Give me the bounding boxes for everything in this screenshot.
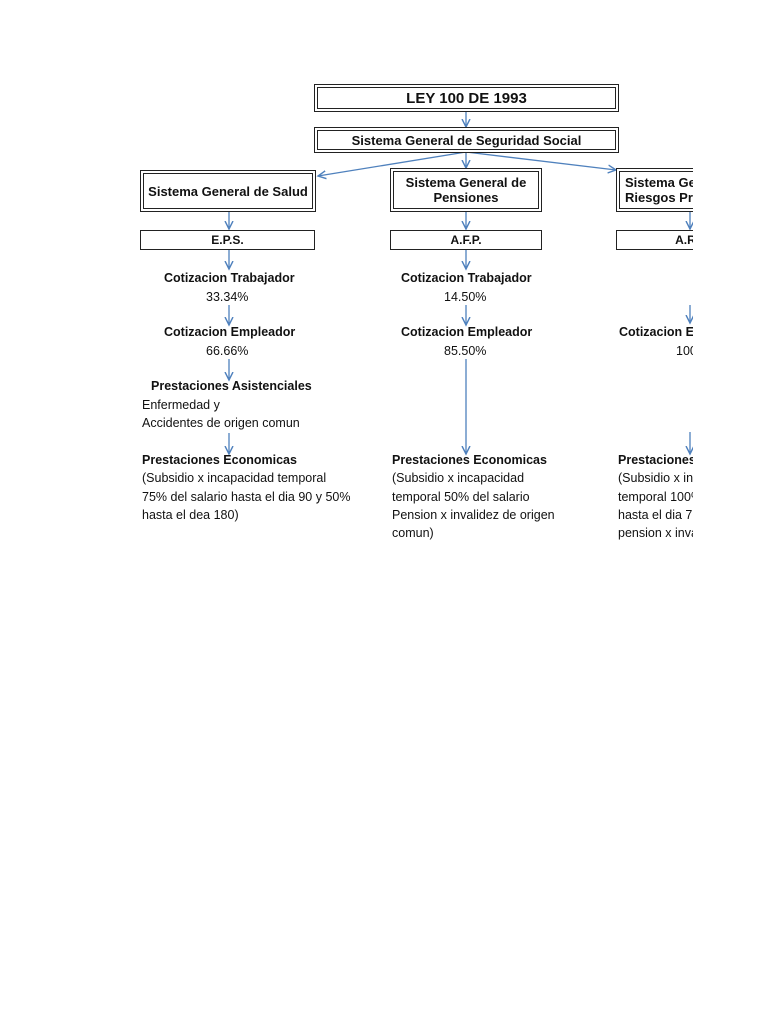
salud-assist-line-2: Accidentes de origen comun: [142, 416, 300, 430]
salud-assist-line-1: Enfermedad y: [142, 398, 220, 412]
salud-worker-pct: 33.34%: [206, 290, 249, 304]
branch-title-riesgos-line-2: Riesgos Profesionales: [625, 190, 693, 205]
riesgos-econ-line-2: temporal 100% del salario: [618, 490, 693, 504]
salud-econ-title: Prestaciones Economicas: [142, 453, 297, 467]
branch-box-pensiones: Sistema General de Pensiones: [390, 168, 542, 212]
entity-box-arp: A.R.P.: [616, 230, 693, 250]
pensiones-worker-pct: 14.50%: [444, 290, 487, 304]
system-box: Sistema General de Seguridad Social: [314, 127, 619, 153]
riesgos-employer-pct: 100%: [676, 344, 693, 358]
pensiones-econ-title: Prestaciones Economicas: [392, 453, 547, 467]
riesgos-econ-line-4: pension x invalidez: [618, 526, 693, 540]
pensiones-employer-pct: 85.50%: [444, 344, 487, 358]
connector-arrows: [0, 111, 693, 1024]
branch-box-salud: Sistema General de Salud: [140, 170, 316, 212]
branch-title-pensiones-line-2: Pensiones: [433, 190, 499, 205]
arrow-system-to-salud: [318, 151, 467, 176]
arrow-system-to-riesgos: [465, 151, 616, 170]
salud-employer-label: Cotizacion Empleador: [164, 325, 296, 339]
riesgos-econ-line-1: (Subsidio x incapacidad: [618, 471, 693, 485]
salud-assist-title: Prestaciones Asistenciales: [151, 379, 312, 393]
pensiones-econ-line-2: temporal 50% del salario: [392, 490, 530, 504]
salud-econ-line-3: hasta el dea 180): [142, 508, 239, 522]
entity-box-eps: E.P.S.: [140, 230, 315, 250]
entity-afp: A.F.P.: [450, 233, 482, 247]
pensiones-econ-line-1: (Subsidio x incapacidad: [392, 471, 525, 485]
pensiones-econ-line-3: Pension x invalidez de origen: [392, 508, 555, 522]
system-title: Sistema General de Seguridad Social: [351, 132, 582, 148]
branch-box-riesgos: Sistema General de Riesgos Profesionales: [616, 168, 693, 212]
entity-eps: E.P.S.: [211, 233, 244, 247]
pensiones-employer-label: Cotizacion Empleador: [401, 325, 533, 339]
entity-box-afp: A.F.P.: [390, 230, 542, 250]
pensiones-econ-line-4: comun): [392, 526, 434, 540]
salud-econ-line-1: (Subsidio x incapacidad temporal: [142, 471, 327, 485]
salud-econ-line-2: 75% del salario hasta el dia 90 y 50%: [142, 490, 351, 504]
salud-employer-pct: 66.66%: [206, 344, 249, 358]
branch-title-pensiones-line-1: Sistema General de: [405, 175, 527, 190]
riesgos-employer-label: Cotizacion Empleador: [619, 325, 693, 339]
diagram-canvas: LEY 100 DE 1993 Sistema General de Segur…: [0, 84, 693, 1024]
root-title: LEY 100 DE 1993: [406, 89, 527, 107]
branch-title-salud: Sistema General de Salud: [148, 183, 308, 199]
riesgos-econ-title: Prestaciones Economicas: [618, 453, 693, 467]
salud-worker-label: Cotizacion Trabajador: [164, 271, 295, 285]
branch-title-riesgos-line-1: Sistema General de: [625, 175, 693, 190]
pensiones-worker-label: Cotizacion Trabajador: [401, 271, 532, 285]
riesgos-econ-line-3: hasta el dia 7: [618, 508, 693, 522]
root-box: LEY 100 DE 1993: [314, 84, 619, 112]
entity-arp: A.R.P.: [675, 233, 693, 247]
